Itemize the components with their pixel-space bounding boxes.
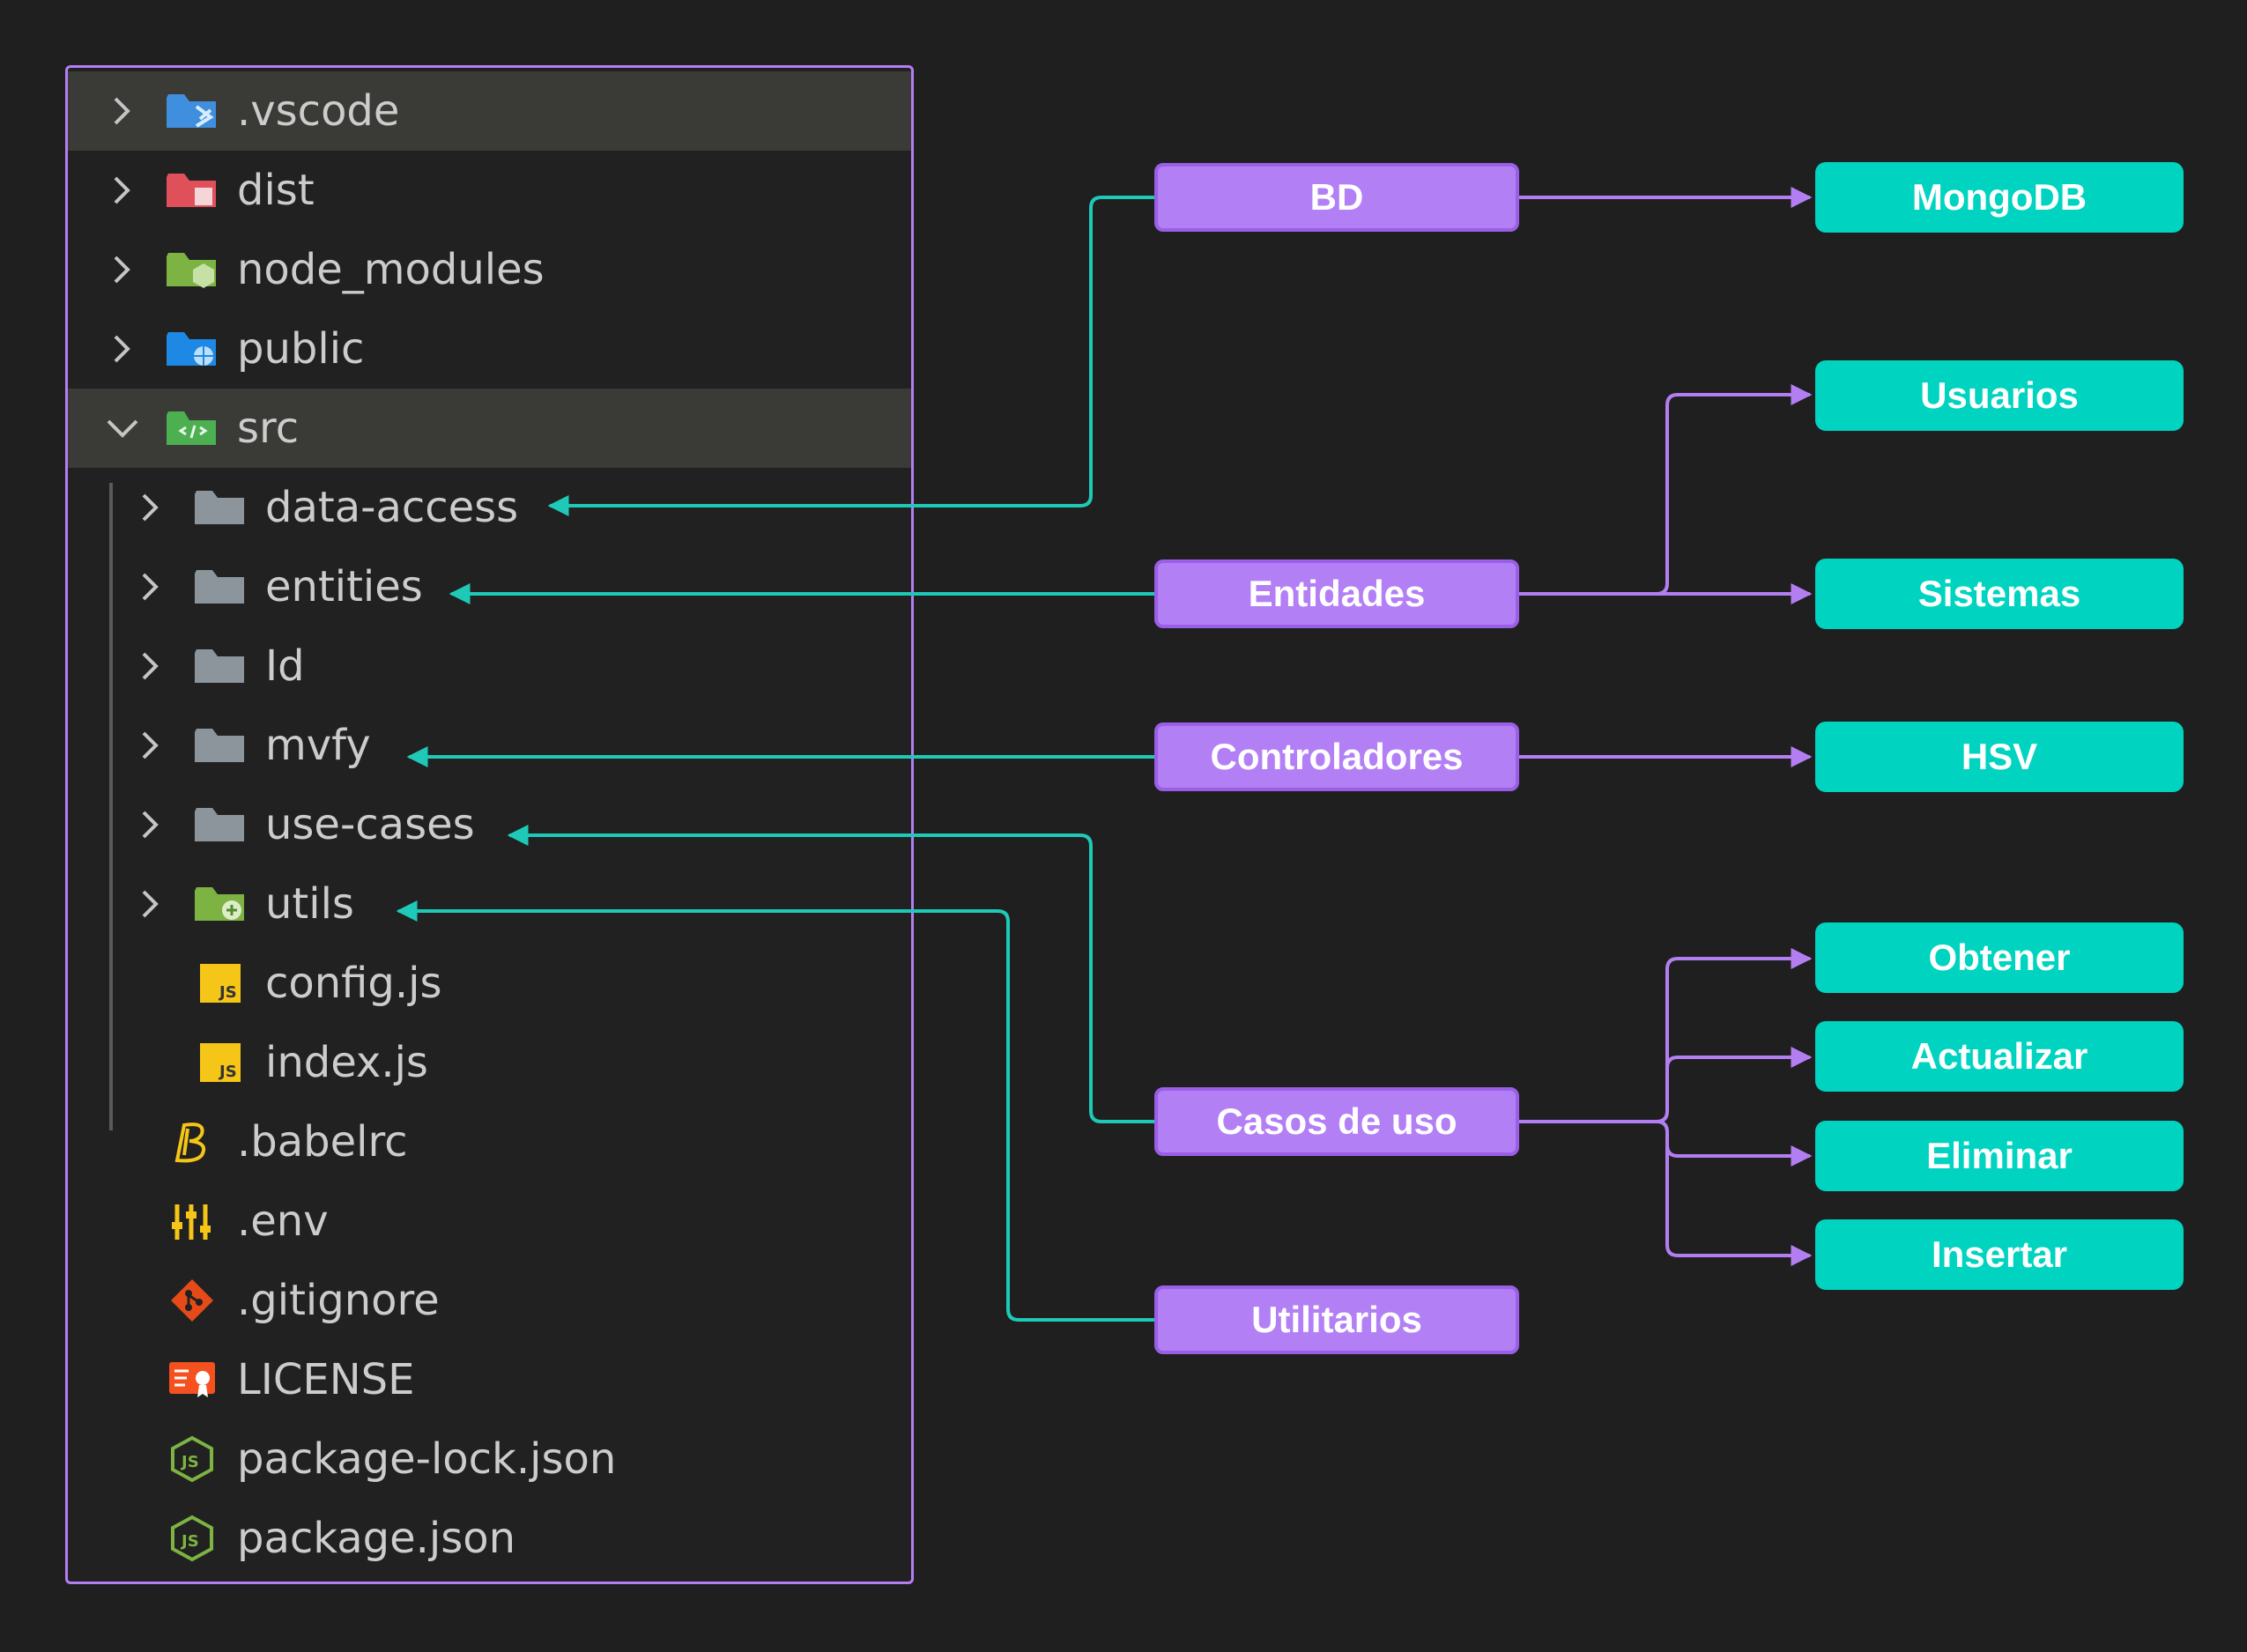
tree-item-label: use-cases (265, 800, 475, 849)
dist-folder-icon (165, 168, 219, 212)
indent-guide (109, 483, 113, 1130)
tree-item-package-json[interactable]: JS package.json (68, 1499, 911, 1578)
tree-item-label: public (237, 324, 365, 374)
tree-item-label: Id (265, 641, 305, 691)
tree-item-label: LICENSE (237, 1355, 415, 1404)
tree-item-node-modules[interactable]: node_modules (68, 230, 911, 309)
tree-item-label: package-lock.json (237, 1434, 617, 1484)
chevron-right-icon[interactable] (133, 728, 168, 763)
tree-item-label: entities (265, 562, 423, 611)
detail-box-insertar: Insertar (1815, 1219, 2184, 1290)
tree-item-label: mvfy (265, 721, 371, 770)
vscode-folder-icon (165, 89, 219, 133)
chevron-down-icon[interactable] (105, 411, 140, 446)
chevron-right-icon[interactable] (133, 490, 168, 525)
connector-casos-eliminar (1656, 1120, 1813, 1167)
tree-item-index-js[interactable]: JS index.js (68, 1023, 911, 1102)
tree-item-label: src (237, 404, 300, 453)
detail-box-obtener: Obtener (1815, 922, 2184, 993)
tree-item-label: data-access (265, 483, 519, 532)
tree-item-babelrc[interactable]: .babelrc (68, 1102, 911, 1182)
tree-item-label: package.json (237, 1514, 516, 1563)
tree-item-src[interactable]: src (68, 389, 911, 468)
file-explorer-panel: .vscode dist node_modules (65, 65, 914, 1584)
folder-icon (193, 803, 248, 847)
js-file-icon: JS (193, 961, 248, 1005)
tree-item-label: .babelrc (237, 1117, 408, 1167)
tree-item-label: .gitignore (237, 1276, 440, 1325)
detail-box-usuarios: Usuarios (1815, 360, 2184, 431)
env-settings-icon (165, 1199, 219, 1243)
license-icon (165, 1358, 219, 1402)
public-folder-icon (165, 327, 219, 371)
tree-item-label: .env (237, 1196, 329, 1246)
connector-casos-actualizar (1665, 1047, 1813, 1069)
babel-icon (165, 1120, 219, 1164)
tree-item-data-access[interactable]: data-access (68, 468, 911, 547)
tree-item-dist[interactable]: dist (68, 151, 911, 230)
tree-item-label: utils (265, 879, 354, 929)
chevron-right-icon[interactable] (133, 807, 168, 842)
connector-entidades-usuarios (1519, 384, 1813, 596)
detail-box-actualizar: Actualizar (1815, 1021, 2184, 1092)
chevron-right-icon[interactable] (133, 886, 168, 922)
layer-box-entidades: Entidades (1154, 559, 1519, 628)
chevron-right-icon[interactable] (105, 173, 140, 208)
tree-item-label: dist (237, 166, 315, 215)
nodejs-icon: JS (165, 1435, 219, 1483)
chevron-right-icon[interactable] (105, 331, 140, 367)
detail-box-sistemas: Sistemas (1815, 559, 2184, 629)
tree-item-id[interactable]: Id (68, 626, 911, 706)
tree-item-label: config.js (265, 959, 442, 1008)
tree-item-use-cases[interactable]: use-cases (68, 785, 911, 864)
tree-item-label: index.js (265, 1038, 428, 1087)
node-folder-icon (165, 248, 219, 292)
detail-box-eliminar: Eliminar (1815, 1121, 2184, 1191)
src-folder-icon (165, 406, 219, 450)
tree-item-entities[interactable]: entities (68, 547, 911, 626)
folder-icon (193, 723, 248, 767)
nodejs-icon: JS (165, 1515, 219, 1562)
connector-casos-insertar (1665, 1145, 1813, 1266)
chevron-right-icon[interactable] (133, 648, 168, 684)
tree-item-gitignore[interactable]: .gitignore (68, 1261, 911, 1340)
chevron-right-icon[interactable] (105, 252, 140, 287)
tree-item-package-lock[interactable]: JS package-lock.json (68, 1419, 911, 1499)
svg-text:JS: JS (218, 983, 237, 1002)
connector-casos-obtener (1519, 948, 1813, 1123)
folder-icon (193, 485, 248, 530)
folder-icon (193, 565, 248, 609)
detail-box-mongodb: MongoDB (1815, 162, 2184, 233)
svg-text:JS: JS (218, 1063, 237, 1081)
layer-box-utilitarios: Utilitarios (1154, 1285, 1519, 1354)
folder-icon (193, 644, 248, 688)
layer-box-controladores: Controladores (1154, 722, 1519, 791)
tree-item-public[interactable]: public (68, 309, 911, 389)
tree-item-vscode[interactable]: .vscode (68, 71, 911, 151)
svg-text:JS: JS (180, 1453, 199, 1471)
git-icon (165, 1278, 219, 1322)
tree-item-label: .vscode (237, 86, 400, 136)
tree-item-config-js[interactable]: JS config.js (68, 944, 911, 1023)
layer-box-bd: BD (1154, 163, 1519, 232)
tree-item-label: node_modules (237, 245, 545, 294)
chevron-right-icon[interactable] (105, 93, 140, 129)
svg-text:JS: JS (180, 1532, 199, 1551)
detail-box-hsv: HSV (1815, 722, 2184, 792)
chevron-right-icon[interactable] (133, 569, 168, 604)
js-file-icon: JS (193, 1041, 248, 1085)
layer-box-casos-de-uso: Casos de uso (1154, 1087, 1519, 1156)
tree-item-env[interactable]: .env (68, 1182, 911, 1261)
tree-item-utils[interactable]: utils (68, 864, 911, 944)
tree-item-license[interactable]: LICENSE (68, 1340, 911, 1419)
tree-item-mvfy[interactable]: mvfy (68, 706, 911, 785)
utils-folder-icon (193, 882, 248, 926)
